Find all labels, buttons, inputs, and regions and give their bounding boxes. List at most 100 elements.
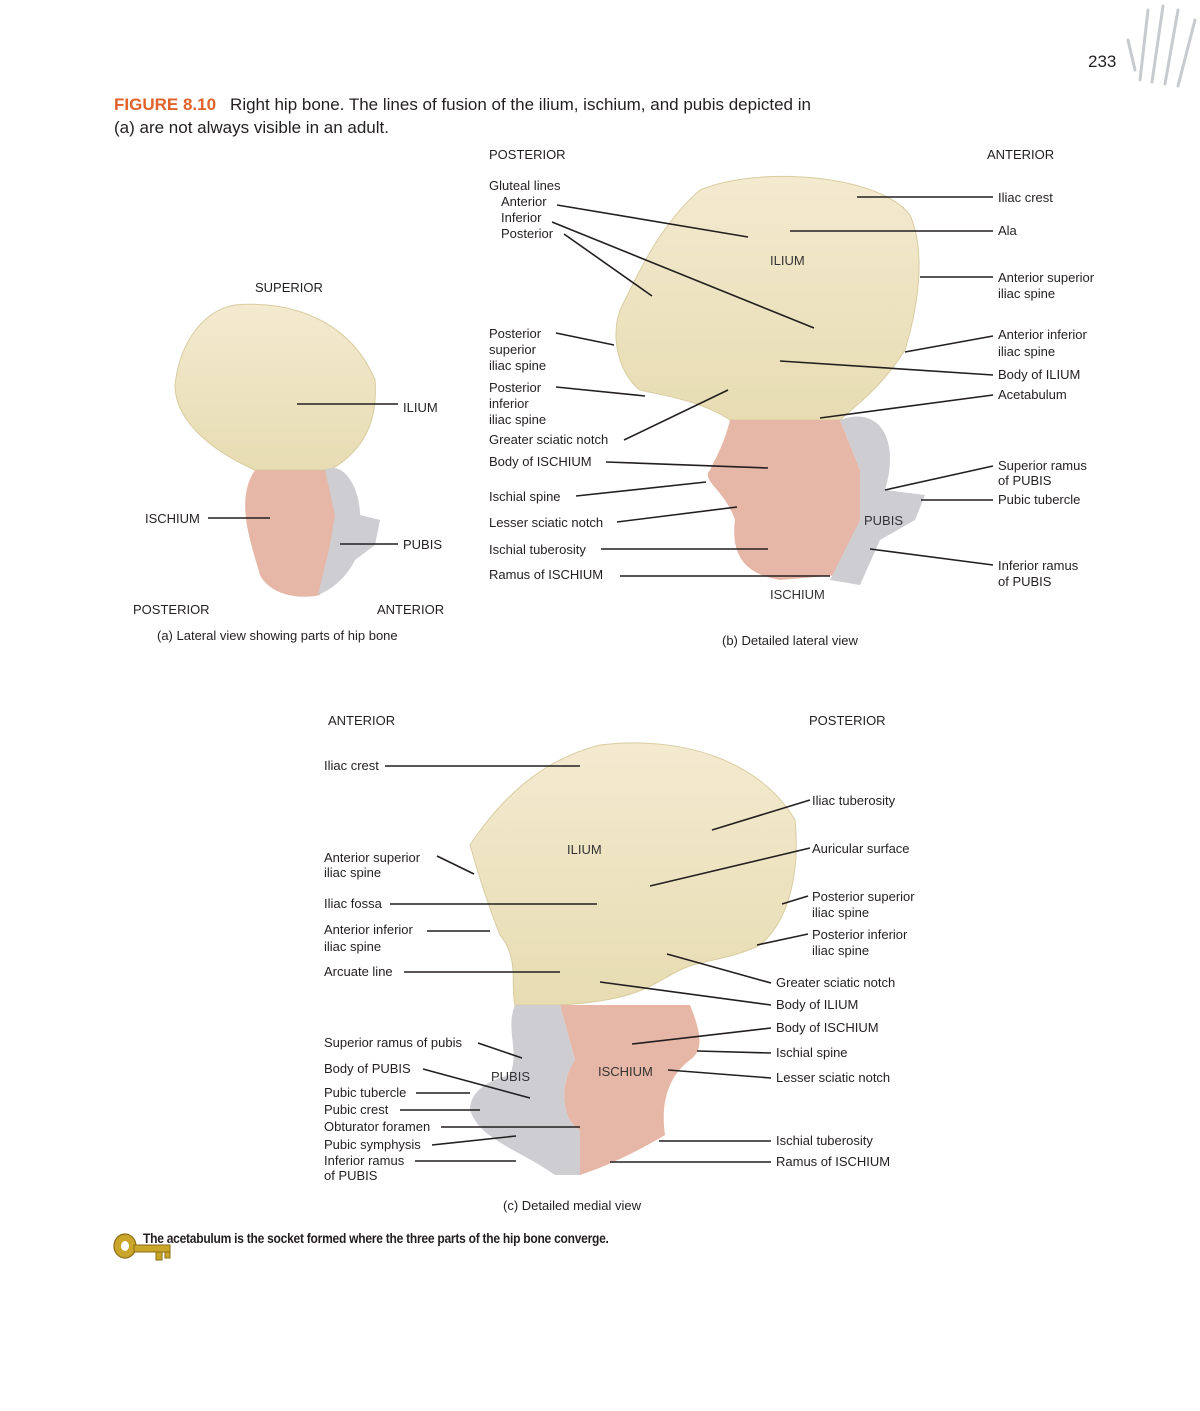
figure-caption: FIGURE 8.10 Right hip bone. The lines of … — [114, 94, 811, 116]
panel-b-pubis-shape — [830, 416, 925, 585]
panel-c-ischial-spine: Ischial spine — [776, 1045, 848, 1060]
panel-c-psis-1: Posterior superior — [812, 889, 915, 904]
panel-c-obturator: Obturator foramen — [324, 1119, 431, 1134]
panel-c-ischium-region: ISCHIUM — [598, 1064, 653, 1079]
panel-b-ischium-region: ISCHIUM — [770, 587, 825, 602]
panel-b-piis-3: iliac spine — [489, 412, 547, 427]
panel-c-aiis-1: Anterior inferior — [324, 922, 413, 937]
panel-b-piis-1: Posterior — [489, 380, 542, 395]
panel-a-superior: SUPERIOR — [255, 280, 323, 295]
panel-c-sup-ramus: Superior ramus of pubis — [324, 1035, 463, 1050]
panel-b-ramus-ischium: Ramus of ISCHIUM — [489, 567, 604, 582]
panel-b-ilium-shape — [615, 175, 920, 421]
panel-a-caption: (a) Lateral view showing parts of hip bo… — [157, 628, 398, 643]
panel-b-ischial-spine: Ischial spine — [489, 489, 561, 504]
panel-c-anterior: ANTERIOR — [328, 713, 396, 728]
panel-c-pubic-crest: Pubic crest — [324, 1102, 389, 1117]
panel-c-ramus-ischium: Ramus of ISCHIUM — [776, 1154, 891, 1169]
panel-b-psis-3: iliac spine — [489, 358, 547, 373]
panel-c-pubis-shape — [470, 1005, 580, 1175]
panel-a-pubis-label: PUBIS — [403, 537, 443, 552]
figure-caption-line1: The lines of fusion of the ilium, ischiu… — [348, 95, 811, 114]
panel-c-leader-lines — [385, 765, 811, 1163]
panel-c-body-ilium: Body of ILIUM — [776, 997, 859, 1012]
panel-b-pubic-tubercle: Pubic tubercle — [998, 492, 1081, 507]
panel-b-piis-2: inferior — [489, 396, 529, 411]
panel-c-body-ischium: Body of ISCHIUM — [776, 1020, 879, 1035]
panel-a-leader-lines — [208, 403, 398, 545]
key-icon — [113, 1233, 171, 1261]
panel-c-piis-2: iliac spine — [812, 943, 870, 958]
panel-c-inf-ramus-2: of PUBIS — [324, 1168, 378, 1183]
panel-c-greater-sciatic: Greater sciatic notch — [776, 975, 896, 990]
panel-c-iliac-crest: Iliac crest — [324, 758, 379, 773]
panel-b-asis-1: Anterior superior — [998, 270, 1095, 285]
panel-b-pubis-region: PUBIS — [864, 513, 904, 528]
panel-b-inf-ramus-2: of PUBIS — [998, 574, 1052, 589]
panel-b-ischial-tuberosity: Ischial tuberosity — [489, 542, 586, 557]
panel-c-pubis-region: PUBIS — [491, 1069, 531, 1084]
panel-c-piis-1: Posterior inferior — [812, 927, 908, 942]
panel-b-acetabulum: Acetabulum — [998, 387, 1067, 402]
figure-caption-line2: (a) are not always visible in an adult. — [114, 118, 389, 137]
panel-c-body-pubis: Body of PUBIS — [324, 1061, 411, 1076]
panel-b-body-ischium: Body of ISCHIUM — [489, 454, 592, 469]
page-number: 233 — [1088, 52, 1117, 71]
panel-a-ischium-shape — [245, 470, 345, 597]
panel-c-aiis-2: iliac spine — [324, 939, 382, 954]
panel-b-bone — [615, 175, 925, 585]
panel-b-aiis-2: iliac spine — [998, 344, 1056, 359]
panel-b-leader-lines — [551, 196, 994, 577]
panel-c-pubic-symphysis: Pubic symphysis — [324, 1137, 421, 1152]
panel-c-inf-ramus-1: Inferior ramus — [324, 1153, 405, 1168]
panel-c-lesser-sciatic: Lesser sciatic notch — [776, 1070, 891, 1085]
panel-b-sup-ramus-1: Superior ramus — [998, 458, 1087, 473]
panel-c-iliac-tuberosity: Iliac tuberosity — [812, 793, 896, 808]
panel-c-pubic-tubercle: Pubic tubercle — [324, 1085, 407, 1100]
panel-b-psis-1: Posterior — [489, 326, 542, 341]
panel-c-bone — [469, 742, 797, 1175]
panel-b-anterior: ANTERIOR — [987, 147, 1055, 162]
panel-b-sup-ramus-2: of PUBIS — [998, 473, 1052, 488]
figure-title: Right hip bone. — [230, 95, 345, 114]
panel-b-ilium-region: ILIUM — [770, 253, 805, 268]
panel-b-posterior: POSTERIOR — [489, 147, 566, 162]
panel-a-pubis-shape — [318, 468, 380, 595]
panel-b-ischium-shape — [707, 420, 860, 580]
panel-b-greater-sciatic: Greater sciatic notch — [489, 432, 609, 447]
panel-b-iliac-crest: Iliac crest — [998, 190, 1053, 205]
panel-c-asis-2: iliac spine — [324, 865, 382, 880]
panel-c-ilium-region: ILIUM — [567, 842, 602, 857]
panel-b-gl-inferior: Inferior — [501, 210, 542, 225]
panel-c-ilium-shape — [469, 742, 797, 1006]
panel-c-posterior: POSTERIOR — [809, 713, 886, 728]
panel-a-ilium-label: ILIUM — [403, 400, 438, 415]
panel-c-asis-1: Anterior superior — [324, 850, 421, 865]
panel-a-posterior: POSTERIOR — [133, 602, 210, 617]
panel-b-body-ilium: Body of ILIUM — [998, 367, 1081, 382]
panel-b-inf-ramus-1: Inferior ramus — [998, 558, 1079, 573]
panel-b-asis-2: iliac spine — [998, 286, 1056, 301]
panel-c-ischial-tuberosity: Ischial tuberosity — [776, 1133, 873, 1148]
panel-c-psis-2: iliac spine — [812, 905, 870, 920]
panel-a-ischium-label: ISCHIUM — [145, 511, 200, 526]
panel-b-gl-anterior: Anterior — [501, 194, 547, 209]
panel-b-aiis-1: Anterior inferior — [998, 327, 1087, 342]
panel-a-bone — [174, 303, 380, 597]
figure-label: FIGURE 8.10 — [114, 95, 217, 114]
panel-c-auricular: Auricular surface — [812, 841, 910, 856]
panel-b-caption: (b) Detailed lateral view — [722, 633, 858, 648]
panel-b-ala: Ala — [998, 223, 1017, 238]
panel-b-lesser-sciatic: Lesser sciatic notch — [489, 515, 604, 530]
panel-b-gl-posterior: Posterior — [501, 226, 554, 241]
hand-skeleton-decoration — [1126, 4, 1197, 88]
panel-a-ilium-shape — [174, 303, 376, 471]
key-concept-note: The acetabulum is the socket formed wher… — [143, 1230, 609, 1246]
panel-b-psis-2: superior — [489, 342, 536, 357]
panel-a-anterior: ANTERIOR — [377, 602, 445, 617]
panel-c-caption: (c) Detailed medial view — [503, 1198, 641, 1213]
panel-c-iliac-fossa: Iliac fossa — [324, 896, 382, 911]
panel-c-arcuate-line: Arcuate line — [324, 964, 393, 979]
panel-c-ischium-shape — [560, 1005, 700, 1175]
